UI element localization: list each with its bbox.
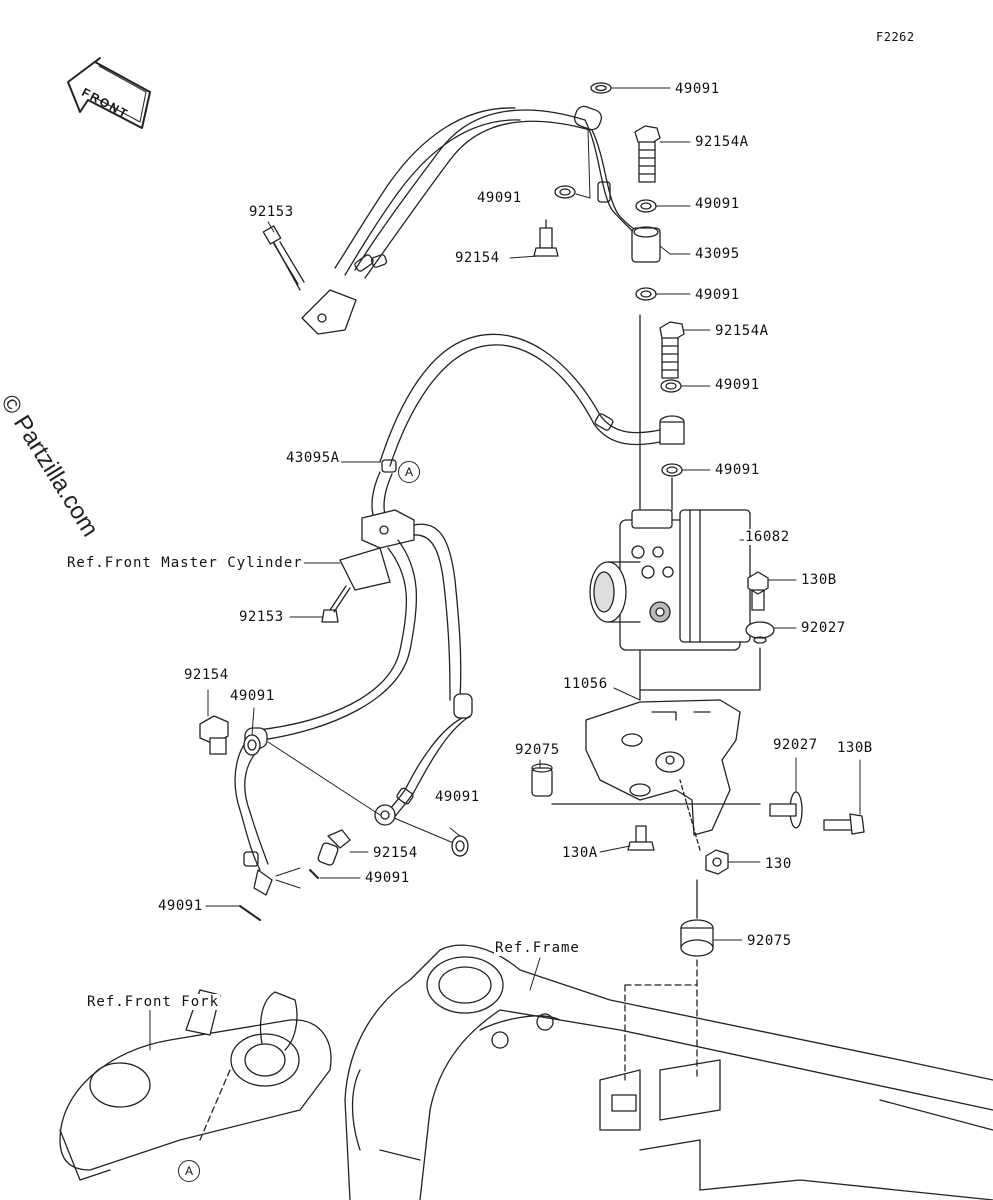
abs-unit (589, 509, 751, 701)
label-130B-right: 130B (836, 740, 874, 756)
label-130A: 130A (561, 845, 599, 861)
label-49091-f: 49091 (714, 462, 761, 478)
label-43095A: 43095A (285, 450, 341, 466)
frame-outline (344, 944, 993, 1200)
label-92027-right: 92027 (772, 737, 819, 753)
front-fork-bracket (59, 989, 332, 1181)
label-ref-frame: Ref.Frame (494, 940, 581, 956)
label-49091-e: 49091 (714, 377, 761, 393)
upper-brake-hose (301, 105, 646, 335)
bolt-130A (627, 825, 655, 851)
label-11056: 11056 (562, 676, 609, 692)
leader-lines (149, 87, 861, 1051)
front-arrow-icon (67, 57, 151, 129)
label-92153-top: 92153 (248, 204, 295, 220)
connection-marker-a-lower: A (178, 1160, 200, 1182)
label-49091-h: 49091 (364, 870, 411, 886)
label-92075-right: 92075 (746, 933, 793, 949)
label-16082: 16082 (744, 529, 791, 545)
label-49091-left: 49091 (229, 688, 276, 704)
label-92154-left: 92154 (183, 667, 230, 683)
grommet-92075-right (624, 879, 714, 1081)
label-92027-upper: 92027 (800, 620, 847, 636)
label-ref-front-master-cylinder: Ref.Front Master Cylinder (66, 555, 304, 571)
bolt-92153-top (262, 225, 305, 291)
label-92154-low: 92154 (372, 845, 419, 861)
label-43095: 43095 (694, 246, 741, 262)
label-49091-top: 49091 (674, 81, 721, 97)
connection-marker-a-upper: A (398, 461, 420, 483)
label-49091-g: 49091 (434, 789, 481, 805)
label-92154-top: 92154 (454, 250, 501, 266)
label-92154A-top: 92154A (694, 134, 750, 150)
left-fittings (199, 715, 469, 921)
label-130B-upper: 130B (800, 572, 838, 588)
label-49091-c: 49091 (694, 196, 741, 212)
nut-130 (679, 779, 729, 875)
hose-43095A (371, 333, 661, 521)
collar-92027-right (769, 791, 803, 829)
label-49091-b: 49091 (476, 190, 523, 206)
label-ref-front-fork: Ref.Front Fork (86, 994, 221, 1010)
label-92075-left: 92075 (514, 742, 561, 758)
grommet-92075-left (531, 763, 761, 805)
right-column-hardware (533, 82, 685, 521)
bolt-130B-upper (639, 571, 775, 691)
label-130: 130 (764, 856, 793, 872)
bolt-92153-mid (321, 585, 351, 623)
figure-id: F2262 (876, 30, 915, 44)
label-49091-i: 49091 (157, 898, 204, 914)
bracket-11056 (585, 699, 741, 836)
label-49091-d: 49091 (694, 287, 741, 303)
label-92154A-mid: 92154A (714, 323, 770, 339)
label-92153-mid: 92153 (238, 609, 285, 625)
lower-brake-hoses (234, 509, 473, 896)
bolt-130B-right (823, 813, 865, 835)
